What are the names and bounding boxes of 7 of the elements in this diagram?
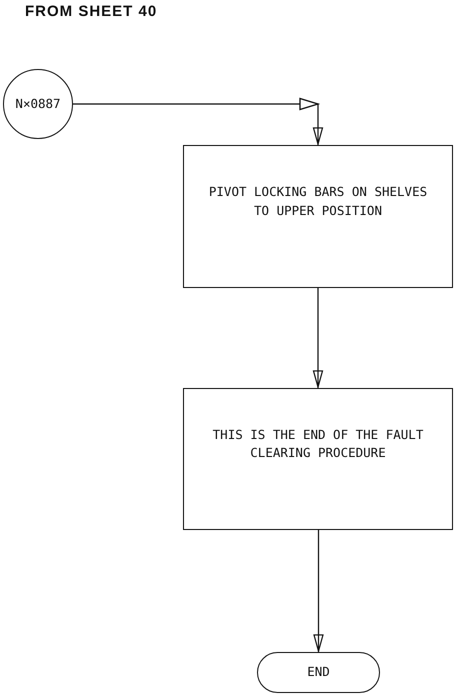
node-text: THIS IS THE END OF THE FAULT CLEARING PROCEDURE [212, 426, 424, 462]
node-text: N×0887 [15, 94, 61, 113]
process-box [183, 145, 453, 288]
node-text: PIVOT LOCKING BARS ON SHELVES TO UPPER POSITION [208, 183, 428, 220]
node-text: END [307, 663, 330, 682]
process-box [183, 388, 453, 530]
heading-text: FROM SHEET 40 [25, 3, 158, 20]
